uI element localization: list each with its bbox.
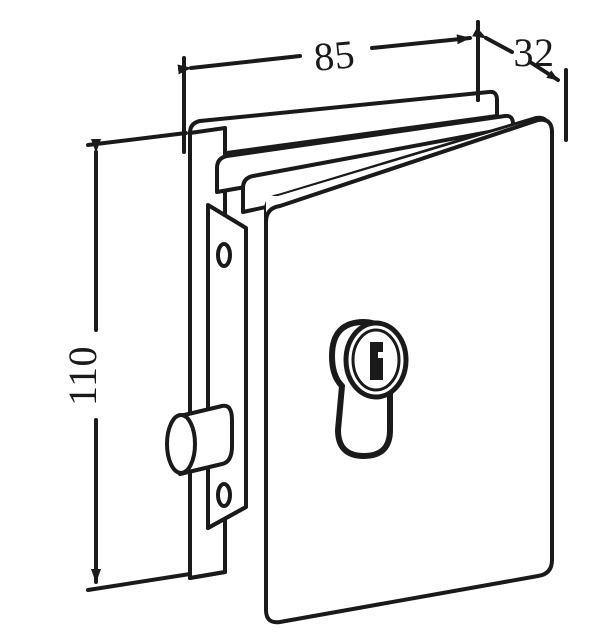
keyway-slot (370, 342, 383, 380)
dim-line-85-a (177, 54, 302, 75)
dim-line-32-b (528, 60, 560, 82)
dimension-height-110 (86, 131, 192, 592)
screw-hole-upper (216, 242, 232, 268)
dimension-label-110: 110 (60, 346, 105, 406)
dimension-depth-32 (472, 20, 568, 142)
screw-hole-lower (216, 482, 232, 508)
lock-body-geometry (165, 89, 554, 629)
flange-bottom-edge (206, 505, 248, 530)
ext-line-110-top (86, 131, 188, 147)
latch-bolt-end-face (165, 413, 197, 475)
ext-line-110-bottom (86, 572, 192, 592)
dimension-label-32: 32 (514, 30, 555, 75)
back-plate-bottom-edge (188, 570, 227, 580)
dim-line-85-b (370, 34, 472, 50)
dim-line-32-a (472, 27, 514, 54)
dimension-label-85: 85 (312, 31, 357, 80)
back-plate (188, 89, 499, 160)
front-plate-outline (264, 117, 554, 625)
euro-profile-cylinder (329, 319, 409, 459)
